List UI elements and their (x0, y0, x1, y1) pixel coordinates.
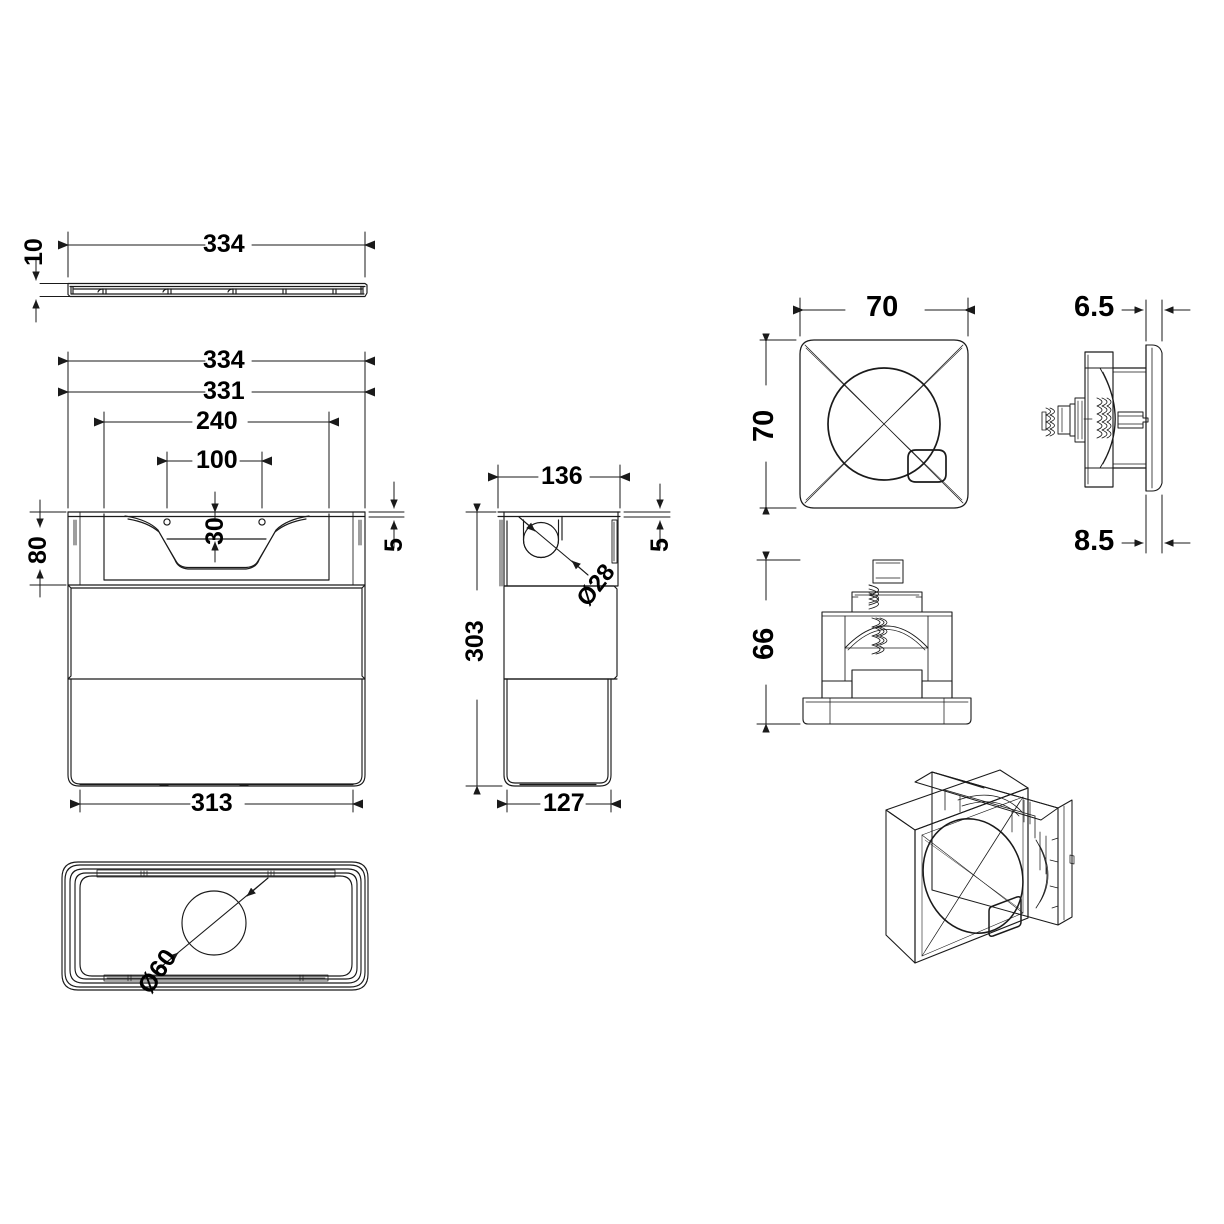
dim-plate-thickness-6-5-lines (1121, 299, 1191, 342)
dim-top-thickness-10-lines (32, 257, 75, 323)
dim-plate-width-70-text: 70 (866, 291, 899, 323)
dim-front-base-width-313-lines (70, 789, 363, 813)
dim-plate-height-70-text: 70 (748, 409, 780, 442)
dim-top-width-334-text: 334 (203, 230, 245, 258)
flush-plate-side-section-geometry (1041, 344, 1163, 492)
dim-side-lip-5-lines (623, 483, 671, 549)
dim-plate-thickness-8-5-text: 8.5 (1074, 525, 1115, 557)
side-elevation-geometry (497, 511, 621, 787)
dim-front-height-30-text: 30 (201, 517, 229, 545)
bottom-plan-geometry (61, 861, 369, 991)
dim-front-base-width-313-text: 313 (191, 789, 233, 817)
dim-valve-height-66-text: 66 (748, 627, 780, 660)
dim-front-height-80-text: 80 (24, 536, 52, 564)
dim-side-height-303-text: 303 (461, 620, 489, 662)
dim-valve-height-66-lines (756, 551, 801, 733)
flush-plate-isometric-geometry (885, 769, 1075, 964)
dim-front-height-80-lines (29, 499, 67, 598)
dim-front-width-100-text: 100 (196, 446, 238, 474)
dim-side-depth-136-text: 136 (541, 462, 583, 490)
dim-side-hole-dia-28-leader (518, 516, 589, 576)
dim-front-width-240-text: 240 (196, 407, 238, 435)
dim-front-width-331-text: 331 (203, 377, 245, 405)
countertop-edge-geometry (67, 282, 368, 298)
dim-plate-thickness-6-5-text: 6.5 (1074, 291, 1115, 323)
dim-plate-width-70-lines (793, 297, 975, 337)
front-elevation-geometry (67, 511, 366, 787)
dim-front-lip-5-text: 5 (380, 538, 408, 552)
flush-plate-front-geometry (799, 339, 969, 509)
dim-plate-thickness-8-5-lines (1121, 494, 1191, 554)
dim-front-lip-5-lines (368, 481, 405, 549)
dim-plate-height-70-lines (759, 333, 797, 515)
dim-top-width-334-lines (58, 231, 375, 278)
dim-side-depth-136-lines (488, 464, 630, 509)
dim-side-base-depth-127-lines (497, 789, 621, 813)
dim-side-base-depth-127-text: 127 (543, 789, 585, 817)
dim-top-thickness-10-text: 10 (20, 238, 48, 266)
dim-side-lip-5-text: 5 (646, 538, 674, 552)
valve-assembly-geometry (802, 559, 972, 725)
dim-plan-waste-dia-60-leader (155, 877, 269, 972)
dim-side-height-303-lines (465, 503, 503, 795)
dim-front-width-334-text: 334 (203, 346, 245, 374)
